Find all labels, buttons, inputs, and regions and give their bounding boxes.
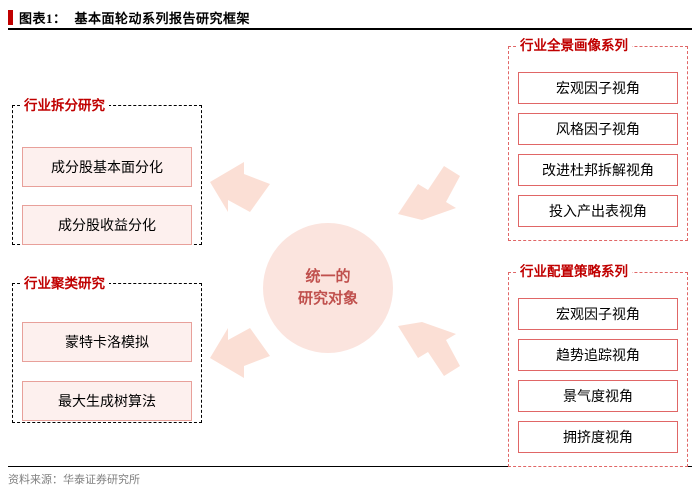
box-monte-carlo-simulation[interactable]: 蒙特卡洛模拟	[22, 322, 192, 362]
figure-title: 基本面轮动系列报告研究框架	[74, 10, 251, 26]
box-component-return-divergence[interactable]: 成分股收益分化	[22, 205, 192, 245]
arrow-left-bottom-to-center	[210, 328, 270, 378]
box-allocation-macro-factor[interactable]: 宏观因子视角	[518, 298, 678, 330]
center-line-2: 研究对象	[297, 291, 358, 307]
box-allocation-prosperity[interactable]: 景气度视角	[518, 380, 678, 412]
group-industry-allocation-label: 行业配置策略系列	[516, 264, 632, 279]
center-line-1: 统一的	[305, 269, 351, 285]
arrow-center-to-right-top	[398, 166, 460, 220]
box-component-fundamental-divergence[interactable]: 成分股基本面分化	[22, 147, 192, 187]
center-node: 统一的 研究对象	[263, 223, 393, 353]
box-panorama-style-factor[interactable]: 风格因子视角	[518, 113, 678, 145]
page-title: 图表1： 基本面轮动系列报告研究框架	[8, 6, 692, 28]
arrow-left-top-to-center	[210, 162, 270, 212]
box-panorama-dupont-decomposition[interactable]: 改进杜邦拆解视角	[518, 154, 678, 186]
box-panorama-input-output-table[interactable]: 投入产出表视角	[518, 195, 678, 227]
group-industry-split-label: 行业拆分研究	[20, 98, 109, 113]
source-note: 资料来源：华泰证券研究所	[8, 474, 140, 486]
box-maximum-spanning-tree[interactable]: 最大生成树算法	[22, 381, 192, 421]
footer-divider	[8, 466, 692, 467]
arrow-center-to-right-bottom	[398, 322, 460, 376]
box-panorama-macro-factor[interactable]: 宏观因子视角	[518, 72, 678, 104]
title-divider	[8, 28, 692, 30]
group-industry-panorama-label: 行业全景画像系列	[516, 38, 632, 53]
figure-label: 图表1：	[19, 10, 67, 26]
box-allocation-trend-following[interactable]: 趋势追踪视角	[518, 339, 678, 371]
group-industry-clustering-label: 行业聚类研究	[20, 276, 109, 291]
box-allocation-crowding[interactable]: 拥挤度视角	[518, 421, 678, 453]
title-accent-bar	[8, 9, 13, 25]
